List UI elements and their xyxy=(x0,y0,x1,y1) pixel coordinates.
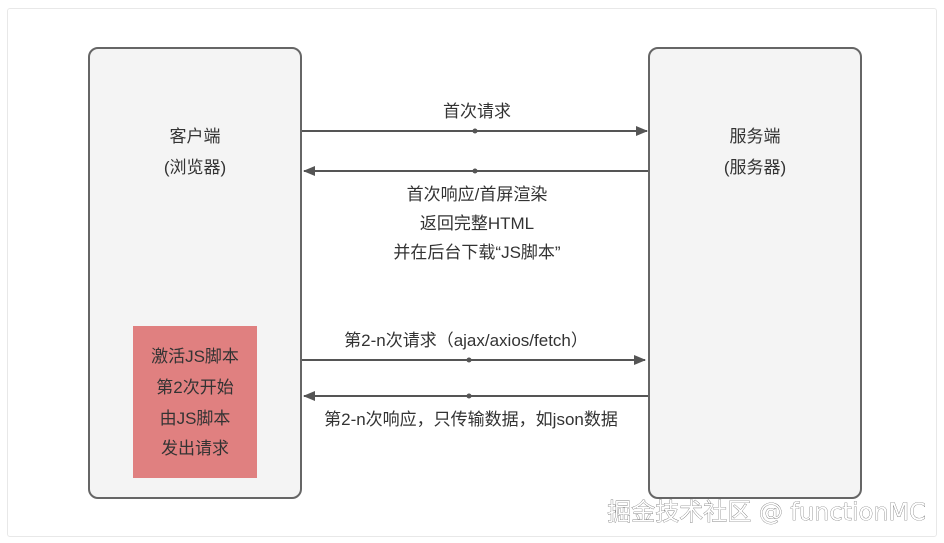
nth-request-label: 第2-n次请求（ajax/axios/fetch） xyxy=(344,331,588,350)
nth-response-label: 第2-n次响应，只传输数据，如json数据 xyxy=(324,410,618,429)
server-title: 服务端 xyxy=(730,127,781,146)
watermark: 掘金技术社区 @ functionMC xyxy=(607,498,926,526)
first-response-label-line-3: 并在后台下载“JS脚本” xyxy=(393,243,560,262)
note-line-1: 激活JS脚本 xyxy=(151,347,239,366)
note-box xyxy=(133,326,257,478)
first-response-label-line-1: 首次响应/首屏渲染 xyxy=(407,185,548,204)
client-title: 客户端 xyxy=(170,127,221,146)
first-request-label: 首次请求 xyxy=(443,102,511,121)
server-subtitle: (服务器) xyxy=(724,158,786,177)
first-response-label-line-2: 返回完整HTML xyxy=(420,214,534,233)
note-line-3: 由JS脚本 xyxy=(160,409,231,428)
first-response-arrow-dot xyxy=(472,168,478,174)
nth-request-arrow-dot xyxy=(466,357,472,363)
note-line-4: 发出请求 xyxy=(161,439,229,458)
server-box xyxy=(648,47,862,499)
note-line-2: 第2次开始 xyxy=(156,378,233,397)
client-subtitle: (浏览器) xyxy=(164,158,226,177)
nth-response-arrow-dot xyxy=(466,393,472,399)
first-request-arrow-dot xyxy=(472,128,478,134)
